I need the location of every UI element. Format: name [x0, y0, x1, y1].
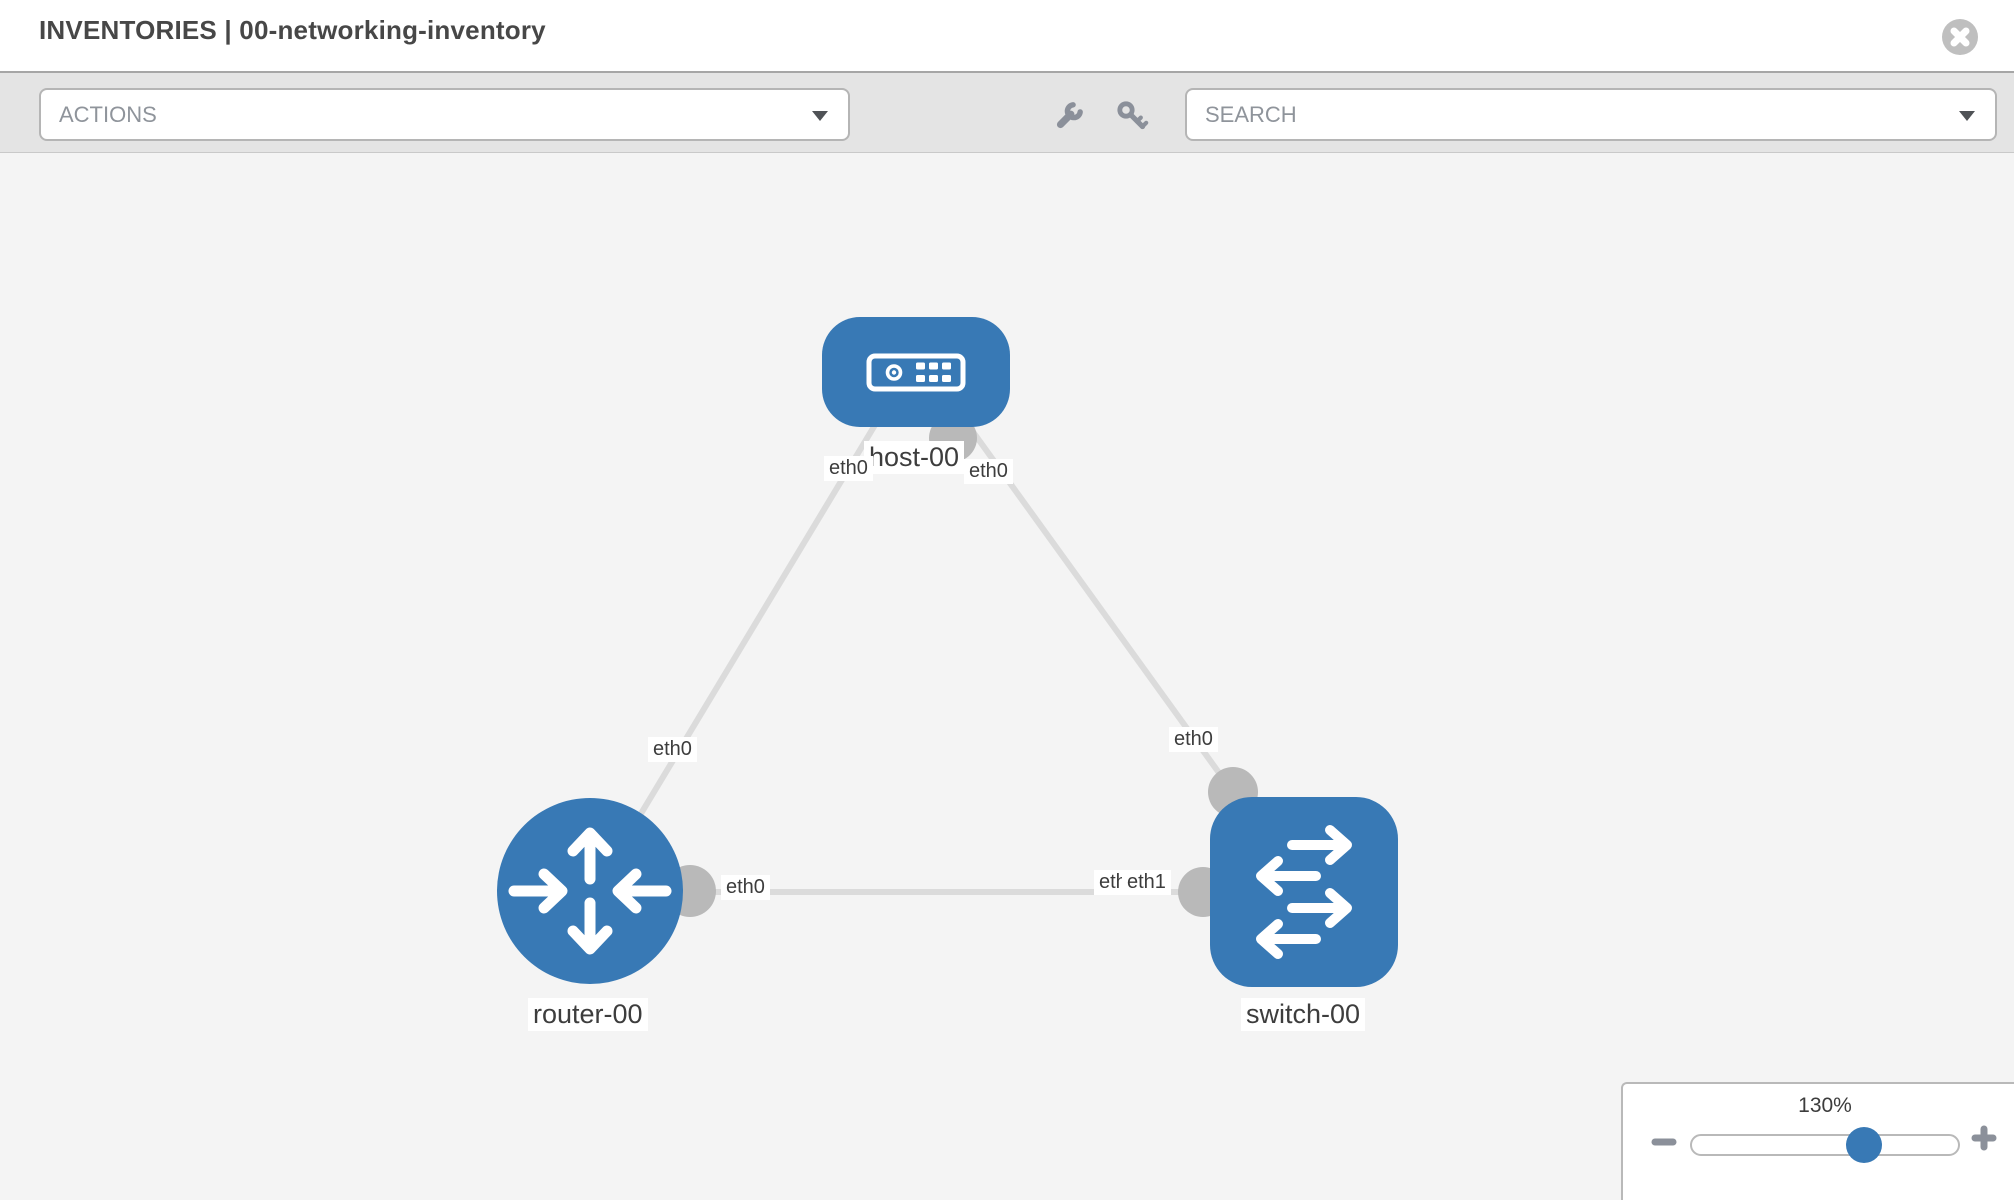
edge-host-router: [592, 398, 893, 892]
header: INVENTORIES | 00-networking-inventory: [0, 0, 2014, 71]
if-label-host-eth0-right: eth0: [964, 459, 1013, 484]
key-icon[interactable]: [1114, 98, 1150, 134]
close-button[interactable]: [1942, 19, 1978, 55]
if-label-router-eth0-top: eth0: [648, 737, 697, 762]
node-label-switch-00: switch-00: [1241, 998, 1366, 1032]
interface-connectors: [664, 414, 1258, 917]
node-label-host-00: host-00: [864, 441, 965, 475]
zoom-slider-knob[interactable]: [1846, 1127, 1882, 1163]
actions-dropdown[interactable]: ACTIONS: [39, 88, 850, 141]
node-switch-00[interactable]: [1210, 797, 1398, 987]
node-router-00[interactable]: [497, 798, 683, 984]
node-label-router-00: router-00: [528, 998, 648, 1032]
if-label-switch-eth0-top: eth0: [1169, 727, 1218, 752]
router-icon: [508, 827, 672, 955]
zoom-out-button[interactable]: [1650, 1128, 1678, 1156]
topology-canvas[interactable]: host-00 router-00 switch-00 eth0 eth0 et…: [0, 153, 2014, 1200]
node-host-00[interactable]: [822, 317, 1010, 427]
if-label-router-eth0-right: eth0: [721, 875, 770, 900]
close-icon: [1950, 27, 1970, 47]
search-dropdown-label: SEARCH: [1205, 102, 1297, 127]
server-icon: [866, 353, 966, 392]
chevron-down-icon: [812, 111, 828, 121]
toolbar: ACTIONS SEARCH: [0, 71, 2014, 153]
zoom-slider[interactable]: [1690, 1134, 1960, 1156]
switch-icon: [1256, 825, 1352, 959]
page-title: INVENTORIES | 00-networking-inventory: [39, 15, 546, 45]
zoom-level-label: 130%: [1798, 1094, 1852, 1117]
zoom-panel: 130%: [1621, 1082, 2014, 1200]
wrench-icon[interactable]: [1051, 98, 1087, 134]
zoom-in-button[interactable]: [1970, 1124, 1998, 1152]
chevron-down-icon: [1959, 111, 1975, 121]
search-dropdown[interactable]: SEARCH: [1185, 88, 1997, 141]
actions-dropdown-label: ACTIONS: [59, 102, 157, 127]
if-label-host-eth0-left: eth0: [824, 456, 873, 481]
if-label-switch-eth1: eth1: [1122, 870, 1171, 895]
